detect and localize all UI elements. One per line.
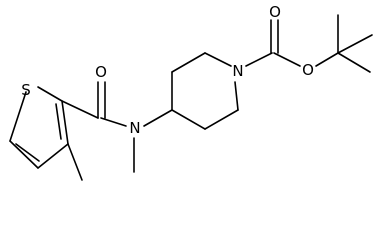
bond-ester-o-tbu xyxy=(315,52,339,67)
molecule-canvas: S O N N O O xyxy=(9,3,373,181)
bond-pip-c2-n1 xyxy=(204,52,232,67)
bond-carbonyl-n xyxy=(100,117,127,127)
bond-pip-c5-c4 xyxy=(171,109,206,130)
bond-c4-c3 xyxy=(37,143,69,169)
bond-tbu-methyl-right xyxy=(337,34,373,54)
piperidine-ring xyxy=(171,52,239,130)
bond-c2-carbonyl xyxy=(61,100,99,119)
atom-carbamate-ester-oxygen-label: O xyxy=(302,61,314,79)
bond-c5-c4 xyxy=(9,140,39,169)
bond-c3-c2-double xyxy=(55,103,62,140)
bond-carbamate-c-ester-o xyxy=(273,52,301,67)
bond-pip-n1-c6 xyxy=(234,81,239,111)
atom-piperidine-nitrogen-label: N xyxy=(232,62,243,80)
bond-c2-s xyxy=(37,86,63,102)
atom-amide-nitrogen-label: N xyxy=(129,119,140,137)
bond-thiophene-methyl xyxy=(67,143,83,181)
atom-carbamate-carbonyl-oxygen-label: O xyxy=(269,3,281,21)
chemical-structure: S O N N O O xyxy=(9,3,373,181)
bond-c5-c4-double xyxy=(15,143,40,162)
bond-n1-carbamate-c xyxy=(245,52,273,67)
atom-amide-oxygen-label: O xyxy=(95,63,107,81)
bond-tbu-methyl-lower xyxy=(337,52,371,73)
bond-pip-c3-c2 xyxy=(171,52,206,73)
bond-pip-c6-c5 xyxy=(204,109,239,130)
boc-group xyxy=(245,14,373,73)
amide-group xyxy=(61,81,173,173)
bond-s-c5 xyxy=(9,91,27,142)
bond-n-piperidine-c4 xyxy=(143,109,173,127)
atom-sulfur-label: S xyxy=(21,81,31,99)
bond-c3-c2 xyxy=(61,100,69,145)
thiophene-ring xyxy=(9,86,69,169)
